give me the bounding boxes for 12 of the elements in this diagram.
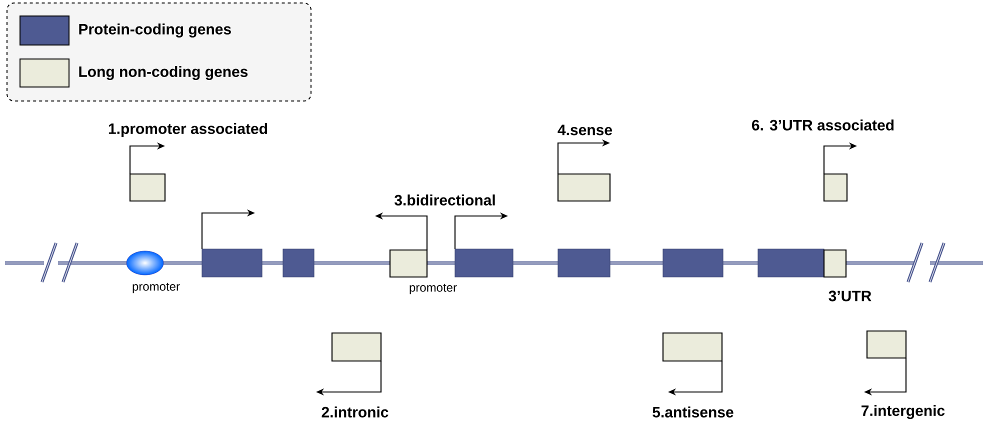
category-label: 1.promoter associated bbox=[108, 123, 268, 137]
legend-label: Long non-coding genes bbox=[79, 66, 248, 80]
promoter-label: promoter bbox=[132, 282, 180, 294]
category-label: 2.intronic bbox=[322, 406, 388, 418]
category-label: 4.sense bbox=[558, 124, 612, 136]
category-label: 5.antisense bbox=[652, 406, 734, 418]
category-label: 3.bidirectional bbox=[394, 194, 495, 206]
promoter-label: promoter bbox=[410, 284, 457, 294]
legend-label: Protein-coding genes bbox=[79, 23, 231, 38]
category-label: 7.intergenic bbox=[862, 404, 945, 420]
category-label: 6. 3’UTR associated bbox=[752, 119, 894, 131]
utr-label: 3’UTR bbox=[828, 290, 872, 302]
